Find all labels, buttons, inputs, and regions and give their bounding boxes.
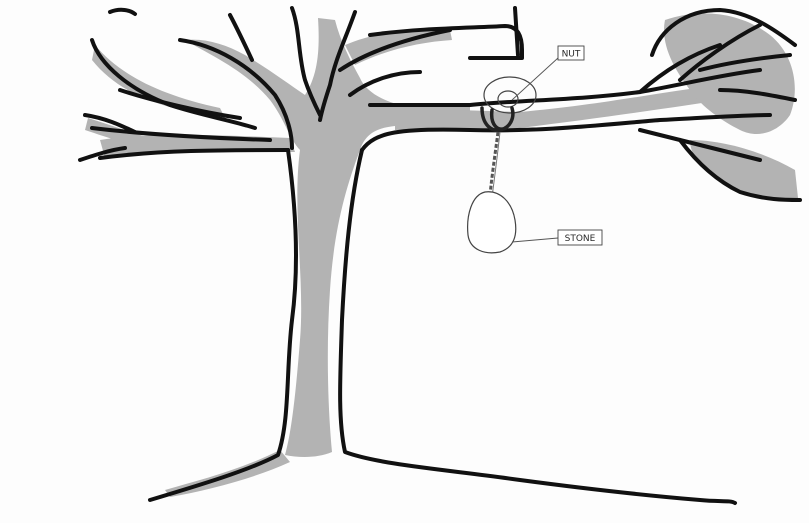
nut-inner <box>498 91 518 107</box>
trunk-right-edge <box>340 150 735 503</box>
top-hook-vertical <box>515 8 518 55</box>
nut-outer <box>484 77 536 113</box>
trunk-left-edge <box>150 150 296 500</box>
nut-label: NUT <box>562 50 581 60</box>
stone-label: STONE <box>565 234 596 244</box>
stone <box>468 192 516 253</box>
upper-left-limb-fill <box>92 45 225 118</box>
crown-left-tip <box>110 10 135 14</box>
tree-shading <box>85 13 798 497</box>
trunk-fill <box>285 150 360 457</box>
stone-leader-line <box>512 238 558 242</box>
tree-outline <box>80 8 800 503</box>
nut-leader-line <box>512 58 558 100</box>
hanging-assembly: NUT STONE <box>468 46 602 253</box>
